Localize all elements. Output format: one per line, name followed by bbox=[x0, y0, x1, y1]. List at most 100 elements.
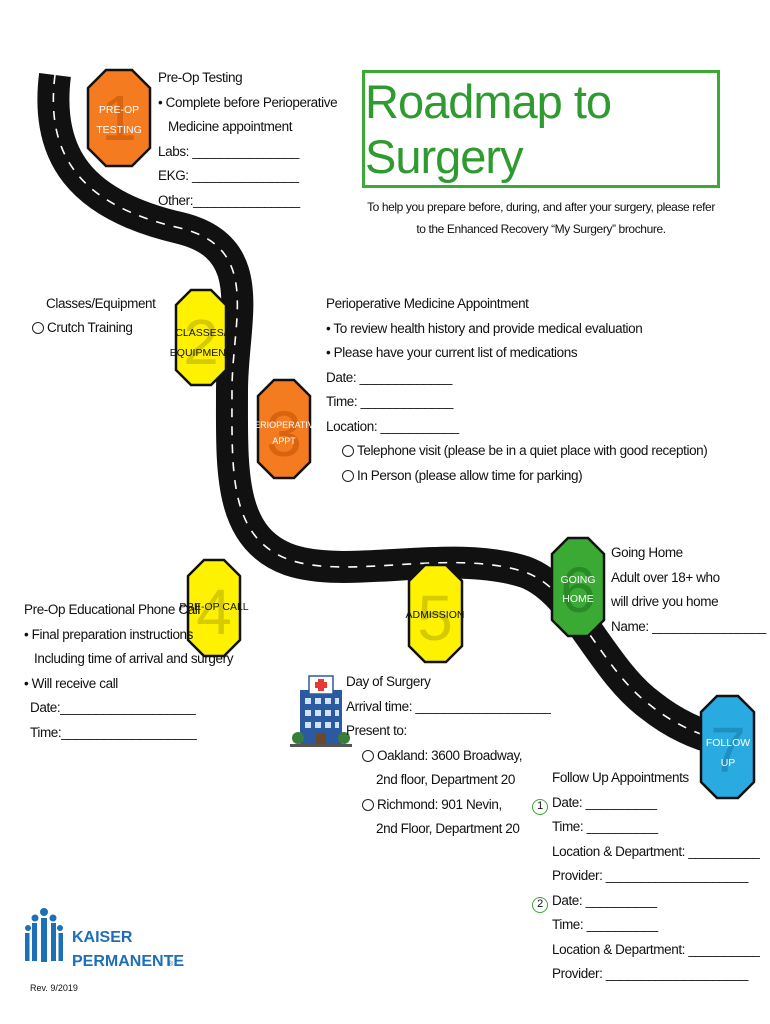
step-label: TESTING bbox=[96, 124, 142, 136]
in-person-option[interactable]: In Person (please allow time for parking… bbox=[326, 464, 707, 489]
step-label: FOLLOW bbox=[706, 737, 750, 749]
going-home-section: Going Home Adult over 18+ who will drive… bbox=[611, 541, 766, 639]
step-label: HOME bbox=[562, 593, 594, 605]
location-field[interactable]: Location & Department: __________ bbox=[552, 941, 760, 957]
section-heading: Follow Up Appointments bbox=[552, 770, 689, 785]
section-heading: Pre-Op Testing bbox=[158, 70, 243, 85]
step-label: UP bbox=[721, 757, 736, 769]
bullet: • Will receive call bbox=[24, 675, 118, 691]
step-label: ADMISSION bbox=[406, 609, 465, 621]
step-badge-4: 4 PRE-OP CALL bbox=[179, 558, 249, 658]
step-label: PRE-OP bbox=[99, 104, 139, 116]
radio-circle[interactable] bbox=[342, 469, 354, 482]
step-label: PRE-OP CALL bbox=[179, 601, 248, 613]
road-center-line bbox=[52, 74, 716, 739]
appt-number-1: 1 bbox=[532, 798, 548, 815]
location-field[interactable]: Location: ___________ bbox=[326, 418, 459, 434]
arrival-field[interactable]: Arrival time: ___________________ bbox=[346, 698, 551, 714]
step-badge-1: 1 PRE-OP TESTING bbox=[86, 68, 152, 168]
time-field[interactable]: Time: __________ bbox=[552, 917, 658, 932]
day-of-surgery-section: Day of Surgery Arrival time: ___________… bbox=[346, 670, 551, 842]
bullet: • Complete before Perioperative bbox=[158, 94, 338, 110]
step-badge-7: 7 FOLLOW UP bbox=[699, 694, 756, 800]
date-field[interactable]: Date:___________________ bbox=[30, 700, 196, 715]
section-heading: Classes/Equipment bbox=[46, 296, 156, 311]
step-label: PERIOPERATIVE bbox=[248, 420, 320, 430]
option-cont: 2nd floor, Department 20 bbox=[376, 772, 515, 787]
step-badge-5: 5 ADMISSION bbox=[406, 563, 465, 664]
preop-call-section: Pre-Op Educational Phone Call • Final pr… bbox=[24, 598, 233, 745]
section-heading: Pre-Op Educational Phone Call bbox=[24, 602, 201, 617]
step-number: 3 bbox=[266, 398, 302, 470]
option-cont: 2nd Floor, Department 20 bbox=[376, 821, 520, 836]
registered-mark: ® bbox=[168, 960, 174, 968]
step-badge-3: 3 PERIOPERATIVE APPT bbox=[248, 378, 320, 480]
ekg-field[interactable]: EKG: _______________ bbox=[158, 168, 299, 183]
step-number: 2 bbox=[183, 306, 219, 378]
step-badge-6: 6 GOING HOME bbox=[550, 536, 606, 638]
step-number: 1 bbox=[101, 82, 137, 154]
preop-testing-section: Pre-Op Testing • Complete before Periope… bbox=[158, 66, 338, 213]
periop-section: Perioperative Medicine Appointment • To … bbox=[326, 292, 708, 489]
name-field[interactable]: Name: ________________ bbox=[611, 618, 766, 634]
bullet-cont: Including time of arrival and surgery bbox=[34, 651, 234, 666]
radio-circle[interactable] bbox=[362, 798, 374, 811]
provider-field[interactable]: Provider: ____________________ bbox=[552, 868, 748, 883]
oakland-option[interactable]: Oakland: 3600 Broadway, bbox=[346, 744, 550, 769]
option-label: In Person (please allow time for parking… bbox=[357, 467, 583, 483]
revision-note: Rev. 9/2019 bbox=[30, 983, 78, 993]
time-field[interactable]: Time: _____________ bbox=[326, 394, 454, 409]
present-label: Present to: bbox=[346, 723, 407, 738]
radio-circle[interactable] bbox=[342, 445, 354, 457]
text-line: will drive you home bbox=[611, 594, 719, 609]
date-field[interactable]: Date: _____________ bbox=[326, 369, 453, 385]
location-field[interactable]: Location & Department: __________ bbox=[552, 843, 760, 859]
step-label: GOING bbox=[560, 574, 595, 586]
date-field[interactable]: Date: __________ bbox=[552, 794, 657, 810]
bullet: • Final preparation instructions bbox=[24, 626, 194, 642]
title-box: Roadmap to Surgery bbox=[362, 70, 720, 188]
labs-field[interactable]: Labs: _______________ bbox=[158, 143, 299, 159]
option-label: Telephone visit (please be in a quiet pl… bbox=[357, 443, 708, 458]
step-label: EQUIPMENT bbox=[170, 347, 233, 359]
step-number: 7 bbox=[710, 714, 746, 786]
step-badge-2: 2 CLASSES/ EQUIPMENT bbox=[170, 288, 233, 387]
bullet-cont: Medicine appointment bbox=[168, 119, 293, 134]
option-label: Richmond: 901 Nevin, bbox=[377, 796, 502, 812]
time-field[interactable]: Time:___________________ bbox=[30, 724, 197, 740]
text-line: Adult over 18+ who bbox=[611, 569, 720, 585]
bullet: • To review health history and provide m… bbox=[326, 320, 643, 336]
hospital-icon bbox=[290, 675, 352, 747]
brand-line-1: KAISER bbox=[72, 929, 133, 946]
radio-circle[interactable] bbox=[362, 749, 374, 762]
radio-circle[interactable] bbox=[32, 322, 44, 334]
other-field[interactable]: Other:_______________ bbox=[158, 192, 300, 208]
page-title: Roadmap to Surgery bbox=[365, 75, 612, 183]
step-number: 4 bbox=[196, 576, 232, 648]
section-heading: Day of Surgery bbox=[346, 674, 431, 689]
time-field[interactable]: Time: __________ bbox=[552, 819, 658, 834]
section-heading: Perioperative Medicine Appointment bbox=[326, 296, 529, 311]
appt-number-2: 2 bbox=[532, 896, 548, 913]
option-label: Crutch Training bbox=[47, 320, 133, 335]
option-label: Oakland: 3600 Broadway, bbox=[377, 747, 523, 763]
kaiser-logo-icon bbox=[25, 908, 63, 962]
section-heading: Going Home bbox=[611, 545, 683, 560]
step-number: 6 bbox=[560, 554, 596, 626]
step-number: 5 bbox=[417, 582, 453, 654]
telephone-option[interactable]: Telephone visit (please be in a quiet pl… bbox=[326, 439, 708, 464]
step-label: CLASSES/ bbox=[175, 327, 226, 339]
step-label: APPT bbox=[272, 436, 296, 446]
richmond-option[interactable]: Richmond: 901 Nevin, bbox=[346, 793, 550, 818]
crutch-option[interactable]: Crutch Training bbox=[32, 316, 133, 341]
classes-section: Classes/Equipment bbox=[46, 292, 156, 317]
provider-field[interactable]: Provider: ____________________ bbox=[552, 966, 748, 981]
brand-line-2: PERMANENTE bbox=[72, 953, 184, 970]
subtitle: To help you prepare before, during, and … bbox=[367, 200, 715, 236]
date-field[interactable]: Date: __________ bbox=[552, 892, 657, 908]
bullet: • Please have your current list of medic… bbox=[326, 345, 578, 360]
